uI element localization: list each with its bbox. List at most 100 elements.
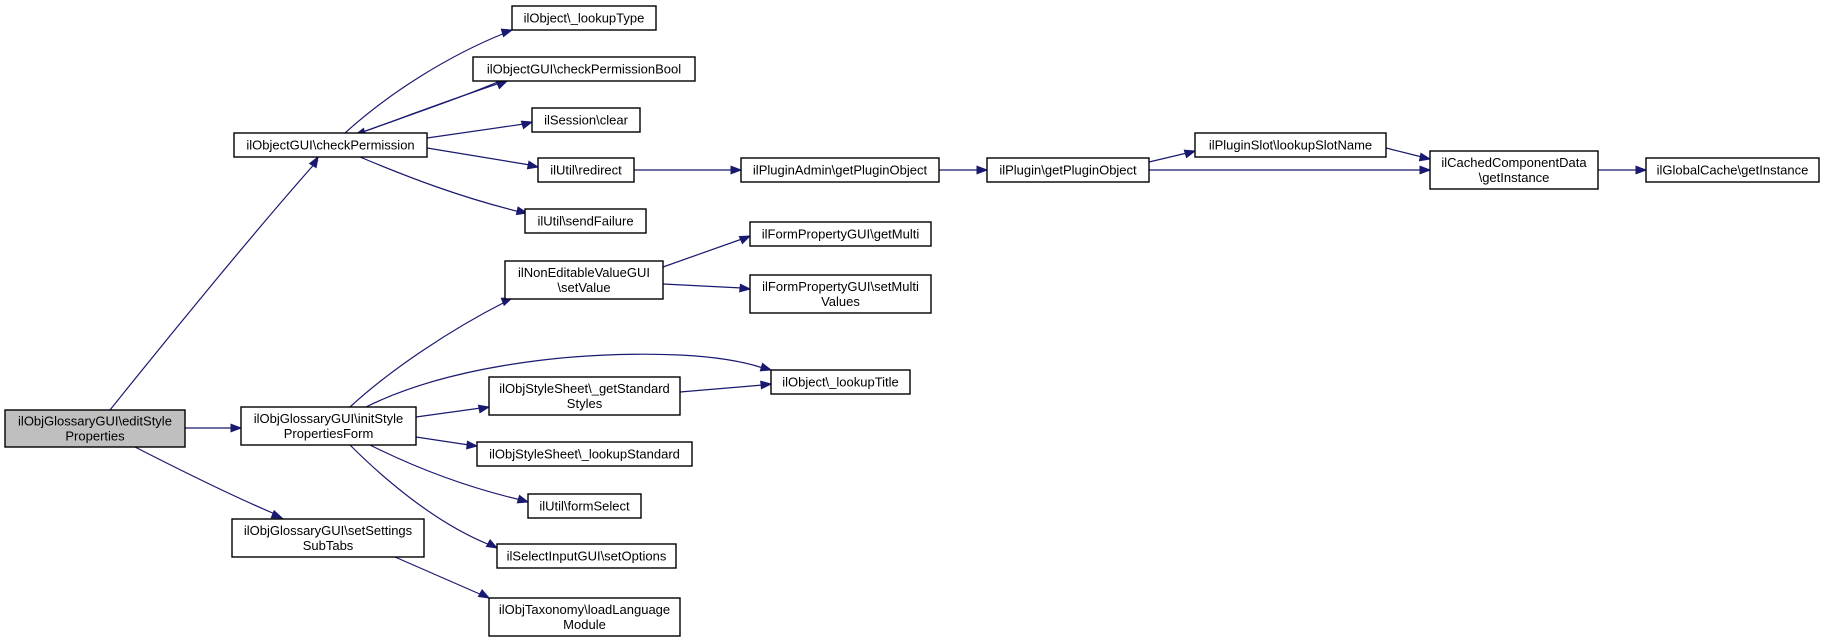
arrowhead — [526, 160, 540, 170]
node-label: ilObjGlossaryGUI\setSettings — [244, 523, 413, 538]
node-box — [770, 369, 911, 395]
node-sendFailure[interactable]: ilUtil\sendFailure — [524, 208, 647, 234]
node-box — [740, 157, 940, 183]
edge-nonEditable-to-getMulti — [662, 235, 752, 268]
node-checkPermissionBool[interactable]: ilObjectGUI\checkPermissionBool — [472, 56, 696, 82]
edge-redirect-to-pluginAdminGet — [634, 165, 743, 175]
edge-line — [415, 436, 470, 446]
arrowhead — [1183, 149, 1197, 159]
node-label: ilUtil\sendFailure — [537, 214, 633, 229]
node-pluginSlot[interactable]: ilPluginSlot\lookupSlotName — [1194, 132, 1387, 158]
edge-line — [359, 80, 501, 134]
arrowhead — [976, 165, 989, 175]
node-checkPermission[interactable]: ilObjectGUI\checkPermission — [233, 132, 428, 158]
nodes-layer: ilObjGlossaryGUI\editStylePropertiesilOb… — [4, 5, 1820, 637]
edge-line — [359, 156, 521, 213]
node-lookupStandard[interactable]: ilObjStyleSheet\_lookupStandard — [476, 441, 693, 467]
node-box — [476, 441, 693, 467]
edge-line — [134, 446, 276, 515]
node-lookupType[interactable]: ilObject\_lookupType — [511, 5, 657, 31]
node-label: ilFormPropertyGUI\getMulti — [762, 227, 920, 242]
edge-pluginGet-to-cachedComp — [1149, 165, 1432, 175]
edge-checkPermission-to-sessionClear — [426, 120, 534, 139]
node-label: Properties — [65, 429, 125, 444]
edge-checkPermission-to-lookupType — [344, 28, 514, 134]
node-box — [524, 208, 647, 234]
node-label: ilGlobalCache\getInstance — [1657, 163, 1809, 178]
edge-initStyle-to-getStandardStyles — [415, 404, 491, 418]
node-box — [496, 543, 677, 569]
edge-line — [349, 301, 506, 408]
arrowhead — [516, 494, 530, 504]
node-redirect[interactable]: ilUtil\redirect — [537, 157, 635, 183]
node-formSelect[interactable]: ilUtil\formSelect — [527, 493, 642, 519]
edge-initStyle-to-lookupTitle — [365, 353, 773, 408]
node-label: PropertiesForm — [284, 426, 374, 441]
node-setOptions[interactable]: ilSelectInputGUI\setOptions — [496, 543, 677, 569]
node-box — [488, 376, 681, 416]
node-cachedComp[interactable]: ilCachedComponentData\getInstance — [1429, 150, 1599, 190]
node-sessionClear[interactable]: ilSession\clear — [531, 107, 641, 133]
node-lookupTitle[interactable]: ilObject\_lookupTitle — [770, 369, 911, 395]
edge-nonEditable-to-setMulti — [662, 283, 752, 293]
node-box — [4, 409, 186, 448]
node-box — [531, 107, 641, 133]
node-box — [472, 56, 696, 82]
node-box — [527, 493, 642, 519]
edge-initStyle-to-setOptions — [349, 444, 499, 549]
arrowhead — [1418, 152, 1432, 162]
arrowhead — [1635, 165, 1648, 175]
arrowhead — [730, 165, 743, 175]
node-label: ilSession\clear — [544, 113, 628, 128]
edge-pluginGet-to-pluginSlot — [1148, 149, 1197, 163]
node-box — [240, 406, 417, 446]
node-label: ilPluginSlot\lookupSlotName — [1209, 138, 1372, 153]
node-label: ilObjStyleSheet\_getStandard — [499, 381, 670, 396]
edge-root-to-initStyle — [185, 423, 243, 433]
node-pluginAdminGet[interactable]: ilPluginAdmin\getPluginObject — [740, 157, 940, 183]
node-label: ilObjGlossaryGUI\editStyle — [18, 414, 172, 429]
node-globalCache[interactable]: ilGlobalCache\getInstance — [1645, 157, 1820, 183]
edge-initStyle-to-lookupStandard — [415, 436, 479, 450]
node-box — [537, 157, 635, 183]
arrowhead — [308, 155, 319, 169]
node-label: ilCachedComponentData — [1441, 155, 1587, 170]
edge-getStandardStyles-to-lookupTitle — [679, 380, 773, 393]
node-label: ilObject\_lookupType — [524, 11, 645, 26]
arrowhead — [485, 538, 499, 549]
node-nonEditable[interactable]: ilNonEditableValueGUI\setValue — [504, 260, 664, 300]
node-label: ilPlugin\getPluginObject — [999, 163, 1137, 178]
edge-checkPermission-to-redirect — [426, 147, 540, 170]
node-label: ilUtil\formSelect — [539, 499, 630, 514]
node-box — [233, 132, 428, 158]
edge-pluginSlot-to-cachedComp — [1385, 147, 1432, 162]
edges-layer — [109, 28, 1648, 599]
edge-line — [349, 444, 491, 546]
node-label: ilObjGlossaryGUI\initStyle — [254, 411, 404, 426]
edge-initStyle-to-formSelect — [369, 444, 530, 504]
node-pluginGet[interactable]: ilPlugin\getPluginObject — [986, 157, 1150, 183]
edge-line — [662, 283, 743, 289]
edge-line — [109, 159, 319, 411]
node-label: ilObjectGUI\checkPermission — [246, 138, 414, 153]
arrowhead — [760, 380, 773, 390]
node-getMulti[interactable]: ilFormPropertyGUI\getMulti — [749, 221, 932, 247]
edge-pluginAdminGet-to-pluginGet — [939, 165, 989, 175]
edge-line — [369, 444, 522, 501]
node-label: ilObjectGUI\checkPermissionBool — [487, 62, 681, 77]
edge-line — [679, 384, 764, 393]
node-label: Values — [821, 294, 860, 309]
edge-line — [426, 147, 531, 166]
arrowhead — [759, 362, 773, 372]
edge-line — [344, 32, 506, 134]
node-box — [1194, 132, 1387, 158]
node-label: ilNonEditableValueGUI — [518, 265, 650, 280]
edge-line — [415, 407, 482, 418]
edge-line — [1385, 147, 1423, 158]
